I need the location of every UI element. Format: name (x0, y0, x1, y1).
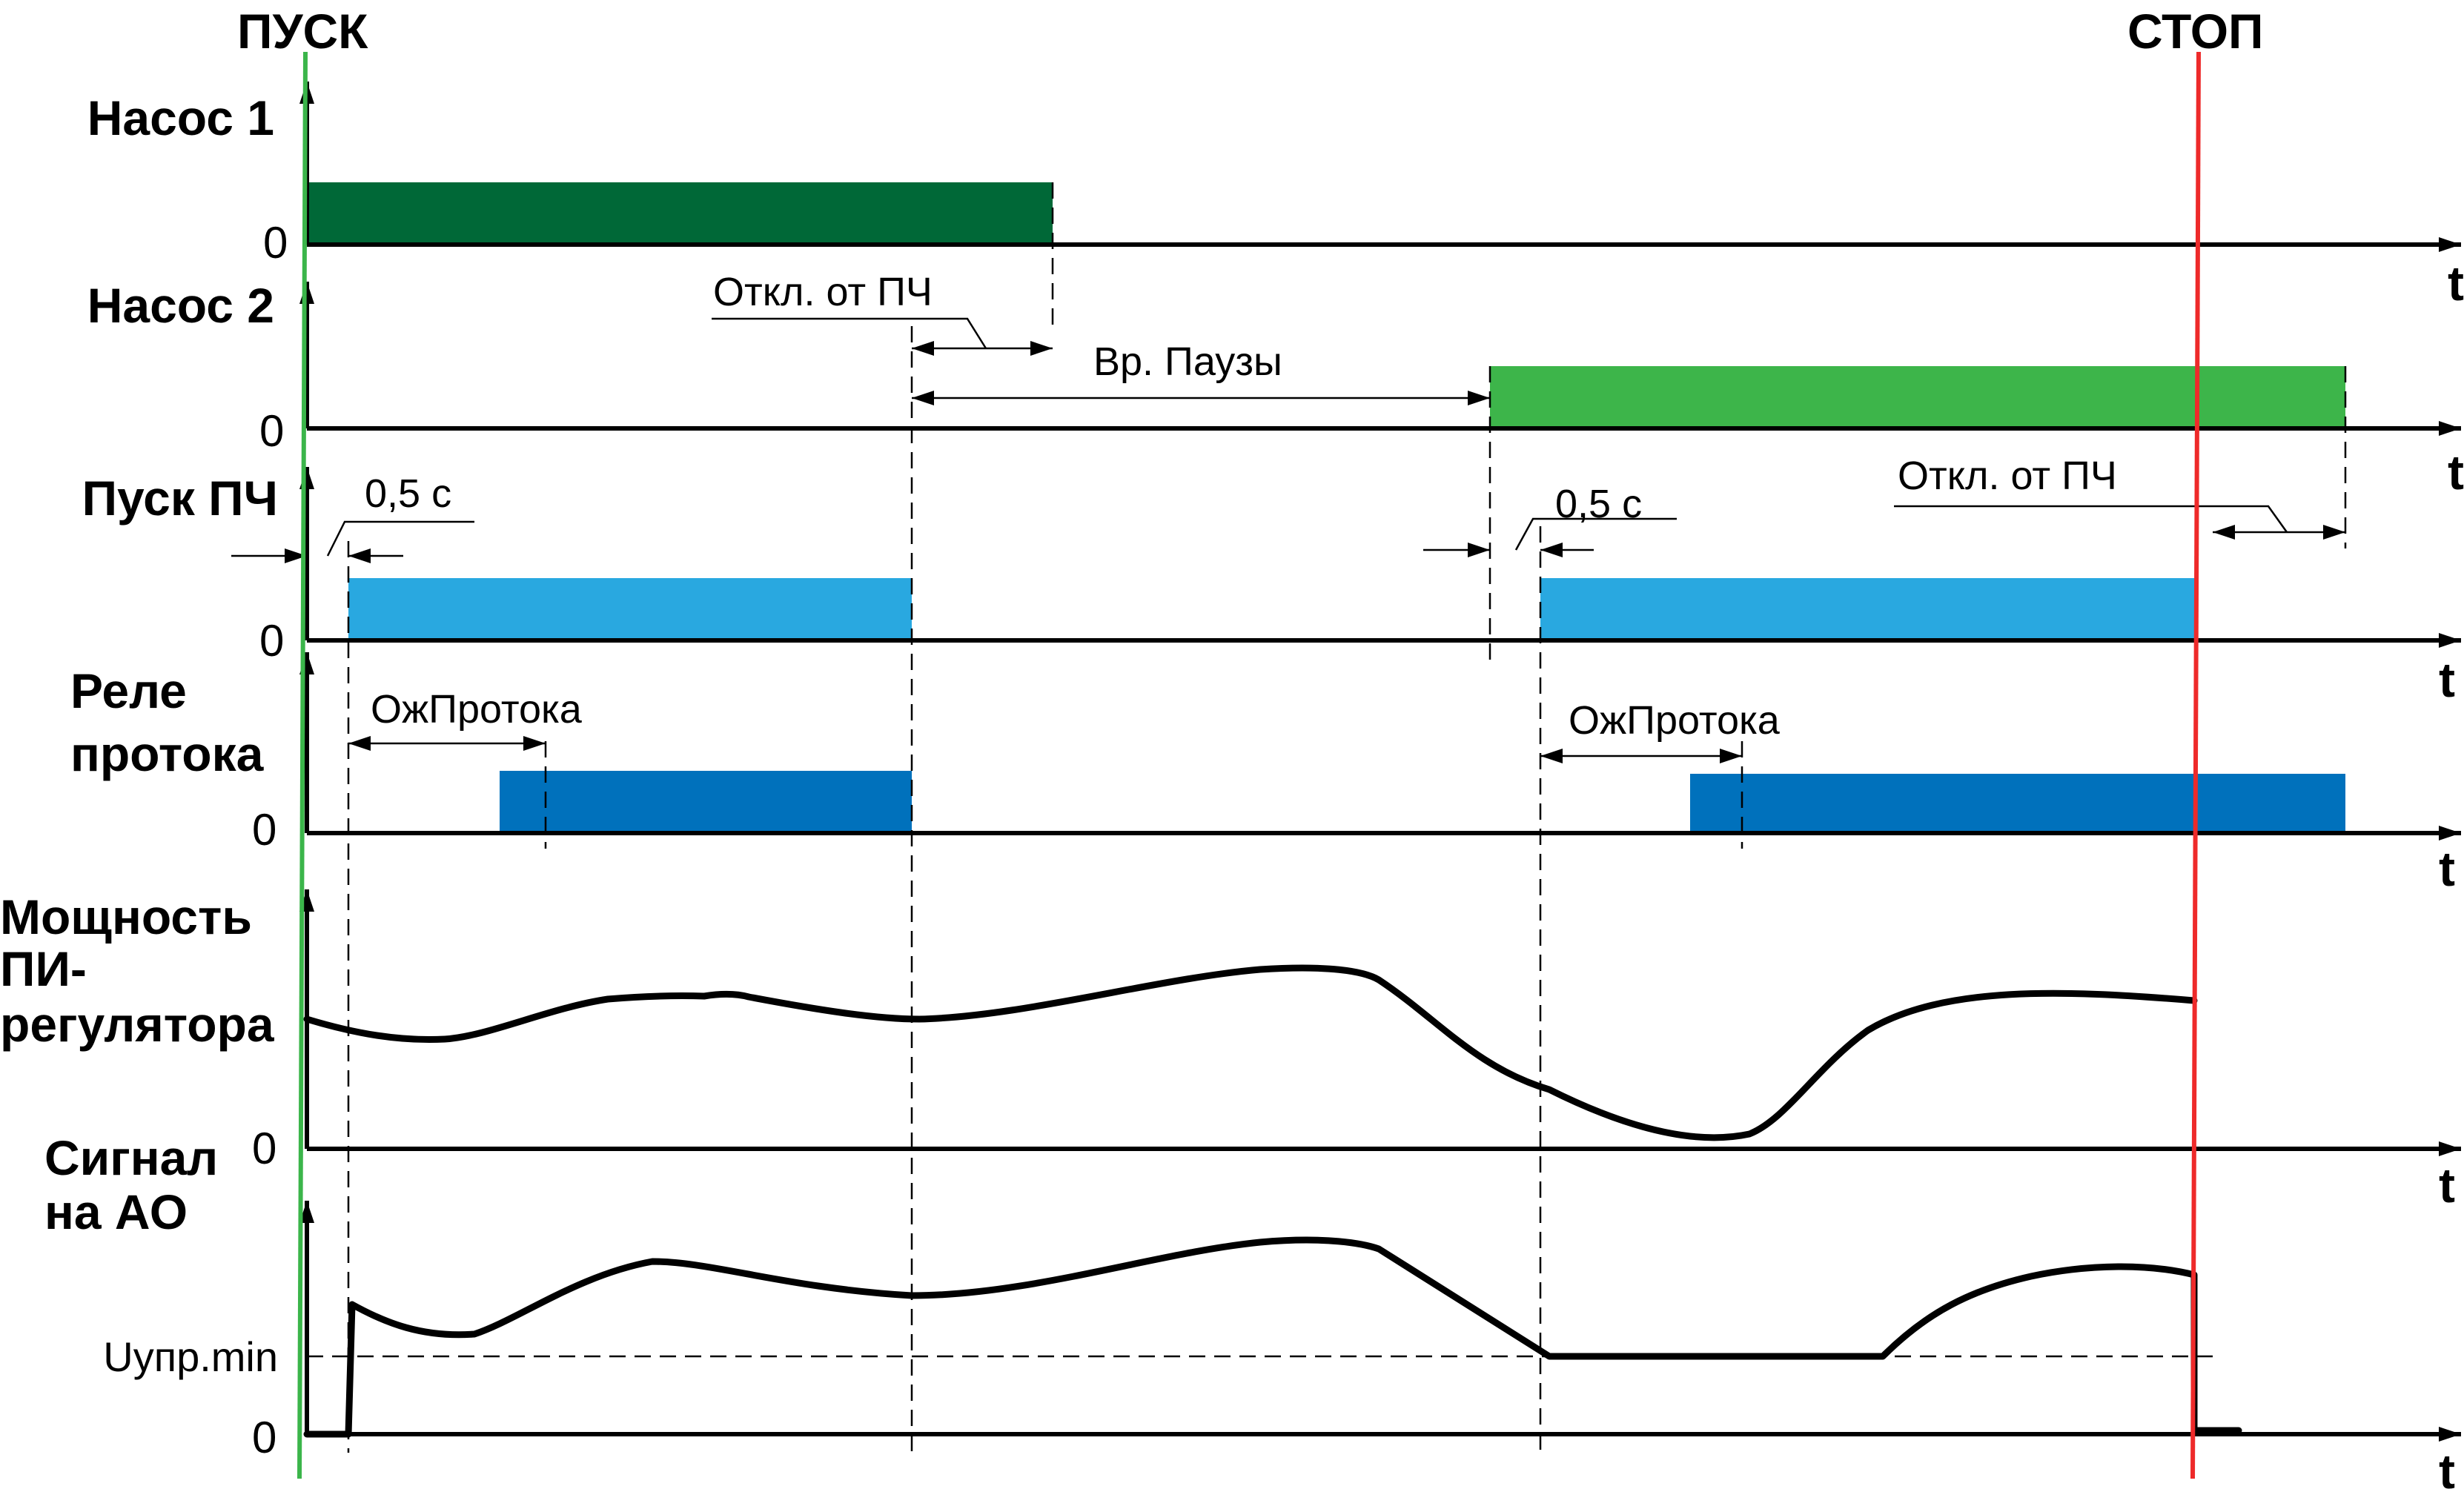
pump2-axis (299, 282, 2461, 436)
flow-relay-zero-label: 0 (252, 805, 276, 855)
ao-signal-zero-label: 0 (252, 1413, 276, 1462)
ao-signal-label-line2: на АО (44, 1184, 188, 1239)
delay-label-2: 0,5 с (1555, 482, 1642, 526)
pi-power-time-label: t (2439, 1158, 2455, 1213)
pi-power-label-line1: Мощность (0, 889, 252, 944)
stop-marker-label: СТОП (2127, 4, 2263, 59)
stop-marker-line (2190, 51, 2201, 1479)
flow-relay-axis (299, 652, 2461, 840)
flow-relay-time-label: t (2439, 841, 2455, 896)
flow-wait-dimension-2: ОжПротока (1540, 698, 1781, 763)
pump1-label: Насос 1 (87, 90, 274, 145)
off-vfd-dimension-2: Откл. от ПЧ (1894, 454, 2345, 540)
flow-relay-label-line1: Реле (70, 663, 187, 718)
vfd-start-bar-2 (1540, 578, 2196, 640)
delay-label-1: 0,5 с (365, 471, 451, 516)
pump2-on-bar (1490, 366, 2345, 428)
vfd-start-axis (299, 467, 2461, 648)
start-marker-label: ПУСК (237, 4, 368, 59)
off-vfd-dimension-1: Откл. от ПЧ (712, 270, 1053, 356)
off-vfd-label-1: Откл. от ПЧ (713, 270, 933, 314)
pump1-time-label: t (2448, 256, 2464, 311)
flow-relay-bar-2 (1690, 774, 2345, 833)
start-marker-line (297, 51, 308, 1479)
ao-signal-curve (303, 1236, 2242, 1438)
pi-power-curve (303, 964, 2198, 1141)
flow-wait-label-1: ОжПротока (371, 687, 583, 732)
vfd-start-bar-1 (348, 578, 912, 640)
vfd-start-zero-label: 0 (259, 616, 284, 666)
pause-time-label: Вр. Паузы (1093, 339, 1282, 384)
pump1-zero-label: 0 (263, 218, 288, 268)
flow-relay-label-line2: протока (70, 726, 265, 781)
pi-power-label-line3: регулятора (0, 997, 275, 1052)
flow-wait-dimension-1: ОжПротока (348, 687, 583, 751)
delay-dimension-2: 0,5 с (1423, 482, 1677, 557)
flow-wait-label-2: ОжПротока (1569, 698, 1781, 743)
pi-power-zero-label: 0 (252, 1124, 276, 1173)
pi-power-axis (299, 889, 2461, 1156)
pump2-time-label: t (2448, 445, 2464, 500)
pause-time-dimension: Вр. Паузы (912, 339, 1490, 405)
ao-signal-time-label: t (2439, 1444, 2455, 1499)
off-vfd-label-2: Откл. от ПЧ (1898, 454, 2117, 498)
pump2-label: Насос 2 (87, 278, 274, 333)
flow-relay-bar-1 (500, 771, 912, 833)
vfd-start-time-label: t (2439, 652, 2455, 707)
pump1-on-bar (307, 182, 1053, 245)
vfd-start-label: Пуск ПЧ (82, 471, 278, 525)
ao-signal-axis (299, 1201, 2461, 1442)
umin-label: Uупр.min (103, 1333, 278, 1380)
delay-dimension-1: 0,5 с (231, 471, 474, 563)
ao-signal-label-line1: Сигнал (44, 1130, 218, 1185)
pi-power-label-line2: ПИ- (0, 941, 87, 996)
pump2-zero-label: 0 (259, 406, 284, 456)
